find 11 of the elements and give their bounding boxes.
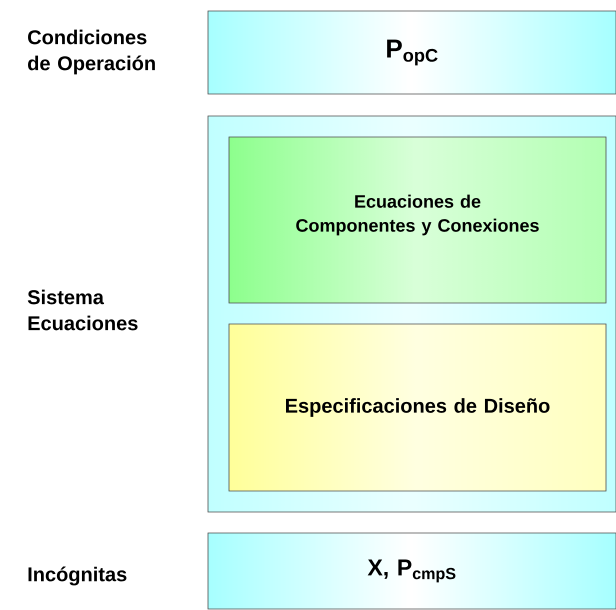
text-box: [228, 324, 606, 492]
text-box: [208, 532, 616, 610]
text-box: [208, 10, 616, 94]
box-label: Ecuaciones de Componentes y Conexiones: [296, 194, 539, 236]
box-label: Especificaciones de Diseño: [286, 398, 550, 417]
box-label: X, P$_{cmpS}$: [368, 560, 456, 582]
side-label: Incógnitas: [28, 566, 126, 586]
side-label: Sistema Ecuaciones: [28, 290, 138, 330]
side-label: Condiciones de Operación: [28, 30, 155, 74]
box-label: P$_{opC}$: [387, 40, 438, 66]
text-box: [228, 136, 606, 304]
